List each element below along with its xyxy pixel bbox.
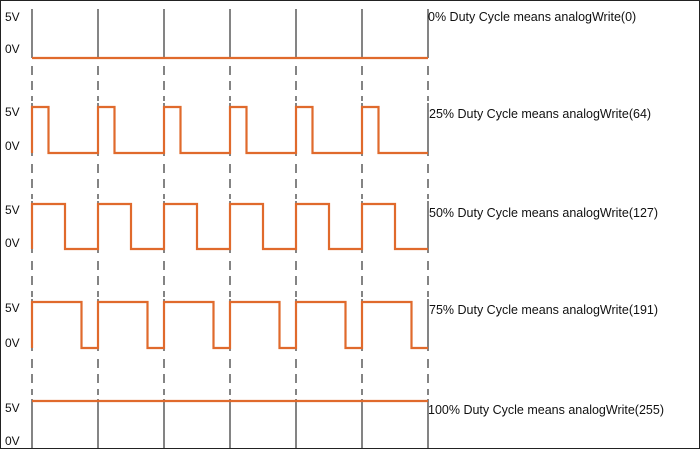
waveform-75-percent	[30, 300, 428, 350]
row-5-low-label: 0V	[5, 434, 20, 448]
row-2-high-label: 5V	[5, 105, 20, 119]
row-1-high-label: 5V	[5, 10, 20, 24]
row-1-caption: 0% Duty Cycle means analogWrite(0)	[428, 10, 636, 24]
row-5-high-label: 5V	[5, 401, 20, 415]
waveforms	[30, 56, 428, 403]
row-4-high-label: 5V	[5, 301, 20, 315]
row-3-low-label: 0V	[5, 236, 20, 250]
waveform-50-percent	[30, 202, 428, 251]
row-5-caption: 100% Duty Cycle means analogWrite(255)	[428, 403, 664, 417]
row-2-low-label: 0V	[5, 139, 20, 153]
row-1-low-label: 0V	[5, 42, 20, 56]
row-4-caption: 75% Duty Cycle means analogWrite(191)	[429, 303, 658, 317]
row-4-low-label: 0V	[5, 336, 20, 350]
waveform-25-percent	[30, 105, 428, 155]
row-2-caption: 25% Duty Cycle means analogWrite(64)	[429, 107, 651, 121]
labels: 5V 0V 0% Duty Cycle means analogWrite(0)…	[5, 10, 664, 448]
row-3-caption: 50% Duty Cycle means analogWrite(127)	[429, 206, 658, 220]
row-3-high-label: 5V	[5, 203, 20, 217]
